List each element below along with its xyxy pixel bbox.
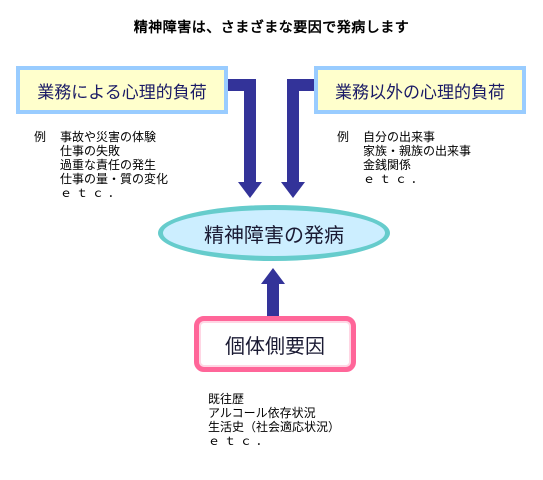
- example-prefix: 例: [337, 130, 350, 144]
- list-item-etc: ｅｔｃ．: [60, 186, 125, 200]
- list-item: 金銭関係: [363, 158, 412, 172]
- list-item: 事故や災害の体験: [60, 130, 157, 144]
- arrow-left-head: [238, 182, 262, 198]
- arrow-bottom-head: [261, 268, 285, 284]
- list-item: 自分の出来事: [363, 130, 436, 144]
- individual-factors-examples: 既往歴 アルコール依存状況 生活史（社会適応状況） ｅｔｃ．: [208, 392, 340, 448]
- non-work-stress-box: 業務以外の心理的負荷: [314, 66, 526, 114]
- list-item-etc: ｅｔｃ．: [208, 434, 273, 448]
- non-work-stress-examples: 例自分の出来事 家族・親族の出来事 金銭関係 ｅｔｃ．: [337, 130, 471, 186]
- arrow-right-head: [281, 182, 305, 198]
- list-item: 家族・親族の出来事: [363, 144, 472, 158]
- individual-factors-box: 個体側要因: [194, 316, 356, 372]
- non-work-stress-label: 業務以外の心理的負荷: [335, 82, 505, 103]
- list-item: 仕事の量・質の変化: [60, 172, 169, 186]
- list-item: 過重な責任の発生: [60, 158, 157, 172]
- example-prefix: 例: [34, 130, 47, 144]
- work-stress-examples: 例事故や災害の体験 仕事の失敗 過重な責任の発生 仕事の量・質の変化 ｅｔｃ．: [34, 130, 168, 200]
- onset-ellipse: 精神障害の発病: [158, 205, 390, 261]
- diagram-title: 精神障害は、さまざまな要因で発病します: [133, 20, 410, 36]
- list-item: 既往歴: [208, 392, 245, 406]
- list-item: アルコール依存状況: [208, 406, 316, 420]
- onset-label: 精神障害の発病: [204, 222, 344, 247]
- list-item: 生活史（社会適応状況）: [208, 420, 341, 434]
- arrow-right-to-center: [287, 79, 314, 185]
- arrow-left-to-center: [228, 79, 256, 185]
- list-item-etc: ｅｔｃ．: [363, 172, 428, 186]
- work-stress-label: 業務による心理的負荷: [37, 82, 207, 103]
- work-stress-box: 業務による心理的負荷: [16, 66, 228, 114]
- individual-factors-label: 個体側要因: [225, 333, 325, 358]
- list-item: 仕事の失敗: [60, 144, 121, 158]
